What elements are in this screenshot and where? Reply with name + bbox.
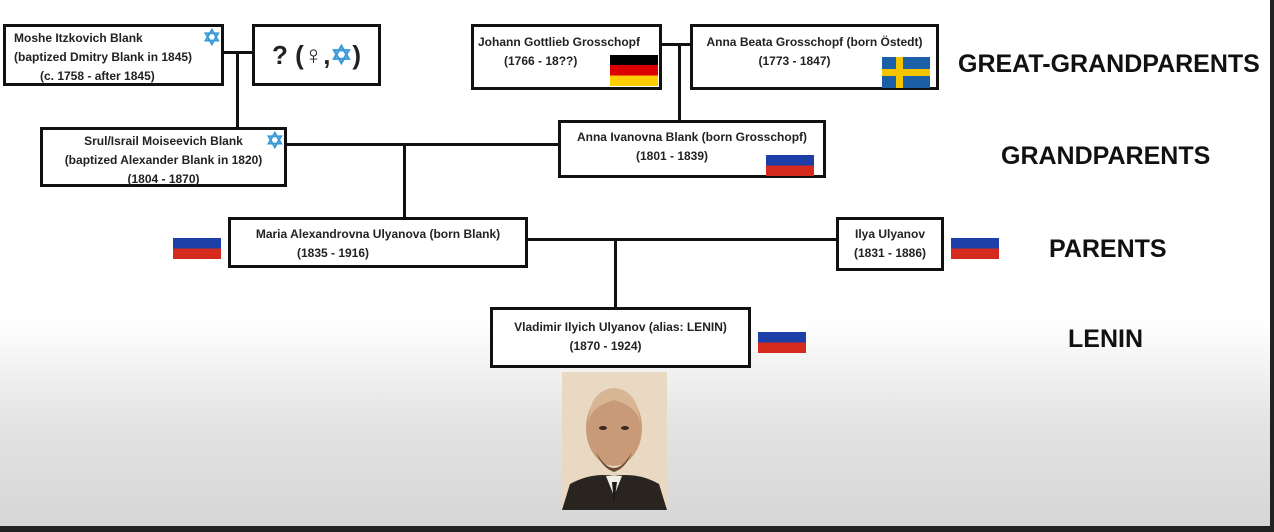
- person-years: (1804 - 1870): [127, 172, 200, 186]
- person-anna-ivanovna: Anna Ivanovna Blank (born Grosschopf) (1…: [558, 120, 826, 178]
- generation-label: GREAT-GRANDPARENTS: [958, 50, 1260, 78]
- person-name: Johann Gottlieb Grosschopf: [478, 35, 641, 49]
- generation-label: PARENTS: [1049, 235, 1167, 263]
- connector: [661, 43, 690, 46]
- person-note: (baptized Dmitry Blank in 1845): [14, 50, 193, 64]
- person-name: Ilya Ulyanov: [854, 227, 926, 241]
- generation-label: LENIN: [1068, 325, 1143, 353]
- person-name: Moshe Itzkovich Blank: [14, 31, 143, 45]
- person-years: (1773 - 1847): [758, 54, 831, 68]
- person-johann: Johann Gottlieb Grosschopf (1766 - 18??): [471, 24, 662, 90]
- person-name: Anna Ivanovna Blank (born Grosschopf): [576, 130, 808, 144]
- person-anna-beata: Anna Beata Grosschopf (born Östedt) (177…: [690, 24, 939, 90]
- person-ilya: Ilya Ulyanov (1831 - 1886): [836, 217, 944, 271]
- person-maria: Maria Alexandrovna Ulyanova (born Blank)…: [228, 217, 528, 268]
- person-years: (c. 1758 - after 1845): [40, 69, 155, 83]
- germany-flag-icon: [610, 55, 658, 86]
- star-of-david-icon: ✡: [330, 40, 353, 70]
- sweden-flag-icon: [882, 57, 930, 88]
- generation-label: GRANDPARENTS: [1001, 142, 1211, 170]
- russia-flag-icon: [758, 322, 806, 353]
- person-name: Anna Beata Grosschopf (born Östedt): [706, 35, 923, 49]
- unknown-label: ? (♀,: [272, 40, 331, 70]
- person-years: (1835 - 1916): [296, 246, 370, 260]
- person-name: Maria Alexandrovna Ulyanova (born Blank): [255, 227, 501, 241]
- person-years: (1766 - 18??): [504, 54, 578, 68]
- person-lenin: Vladimir Ilyich Ulyanov (alias: LENIN) (…: [490, 307, 751, 368]
- person-name: Srul/Israil Moiseevich Blank: [84, 134, 243, 148]
- person-note: (baptized Alexander Blank in 1820): [64, 153, 263, 167]
- connector: [527, 238, 836, 241]
- person-unknown: ? (♀,✡): [252, 24, 381, 86]
- star-of-david-icon: ✡: [265, 128, 284, 153]
- connector: [403, 143, 406, 218]
- russia-flag-icon: [766, 145, 814, 176]
- person-srul: Srul/Israil Moiseevich Blank (baptized A…: [40, 127, 287, 187]
- russia-flag-icon: [951, 228, 999, 259]
- unknown-label-end: ): [352, 40, 361, 70]
- person-name: Vladimir Ilyich Ulyanov (alias: LENIN): [514, 320, 727, 334]
- connector: [614, 238, 617, 308]
- russia-flag-icon: [173, 228, 221, 259]
- connector: [678, 43, 681, 121]
- person-moshe: Moshe Itzkovich Blank (baptized Dmitry B…: [3, 24, 224, 86]
- connector: [286, 143, 558, 146]
- person-years: (1831 - 1886): [853, 246, 927, 260]
- star-of-david-icon: ✡: [202, 25, 221, 50]
- person-years: (1870 - 1924): [569, 339, 642, 353]
- lenin-portrait: [562, 372, 667, 510]
- person-years: (1801 - 1839): [635, 149, 709, 163]
- connector: [236, 51, 239, 128]
